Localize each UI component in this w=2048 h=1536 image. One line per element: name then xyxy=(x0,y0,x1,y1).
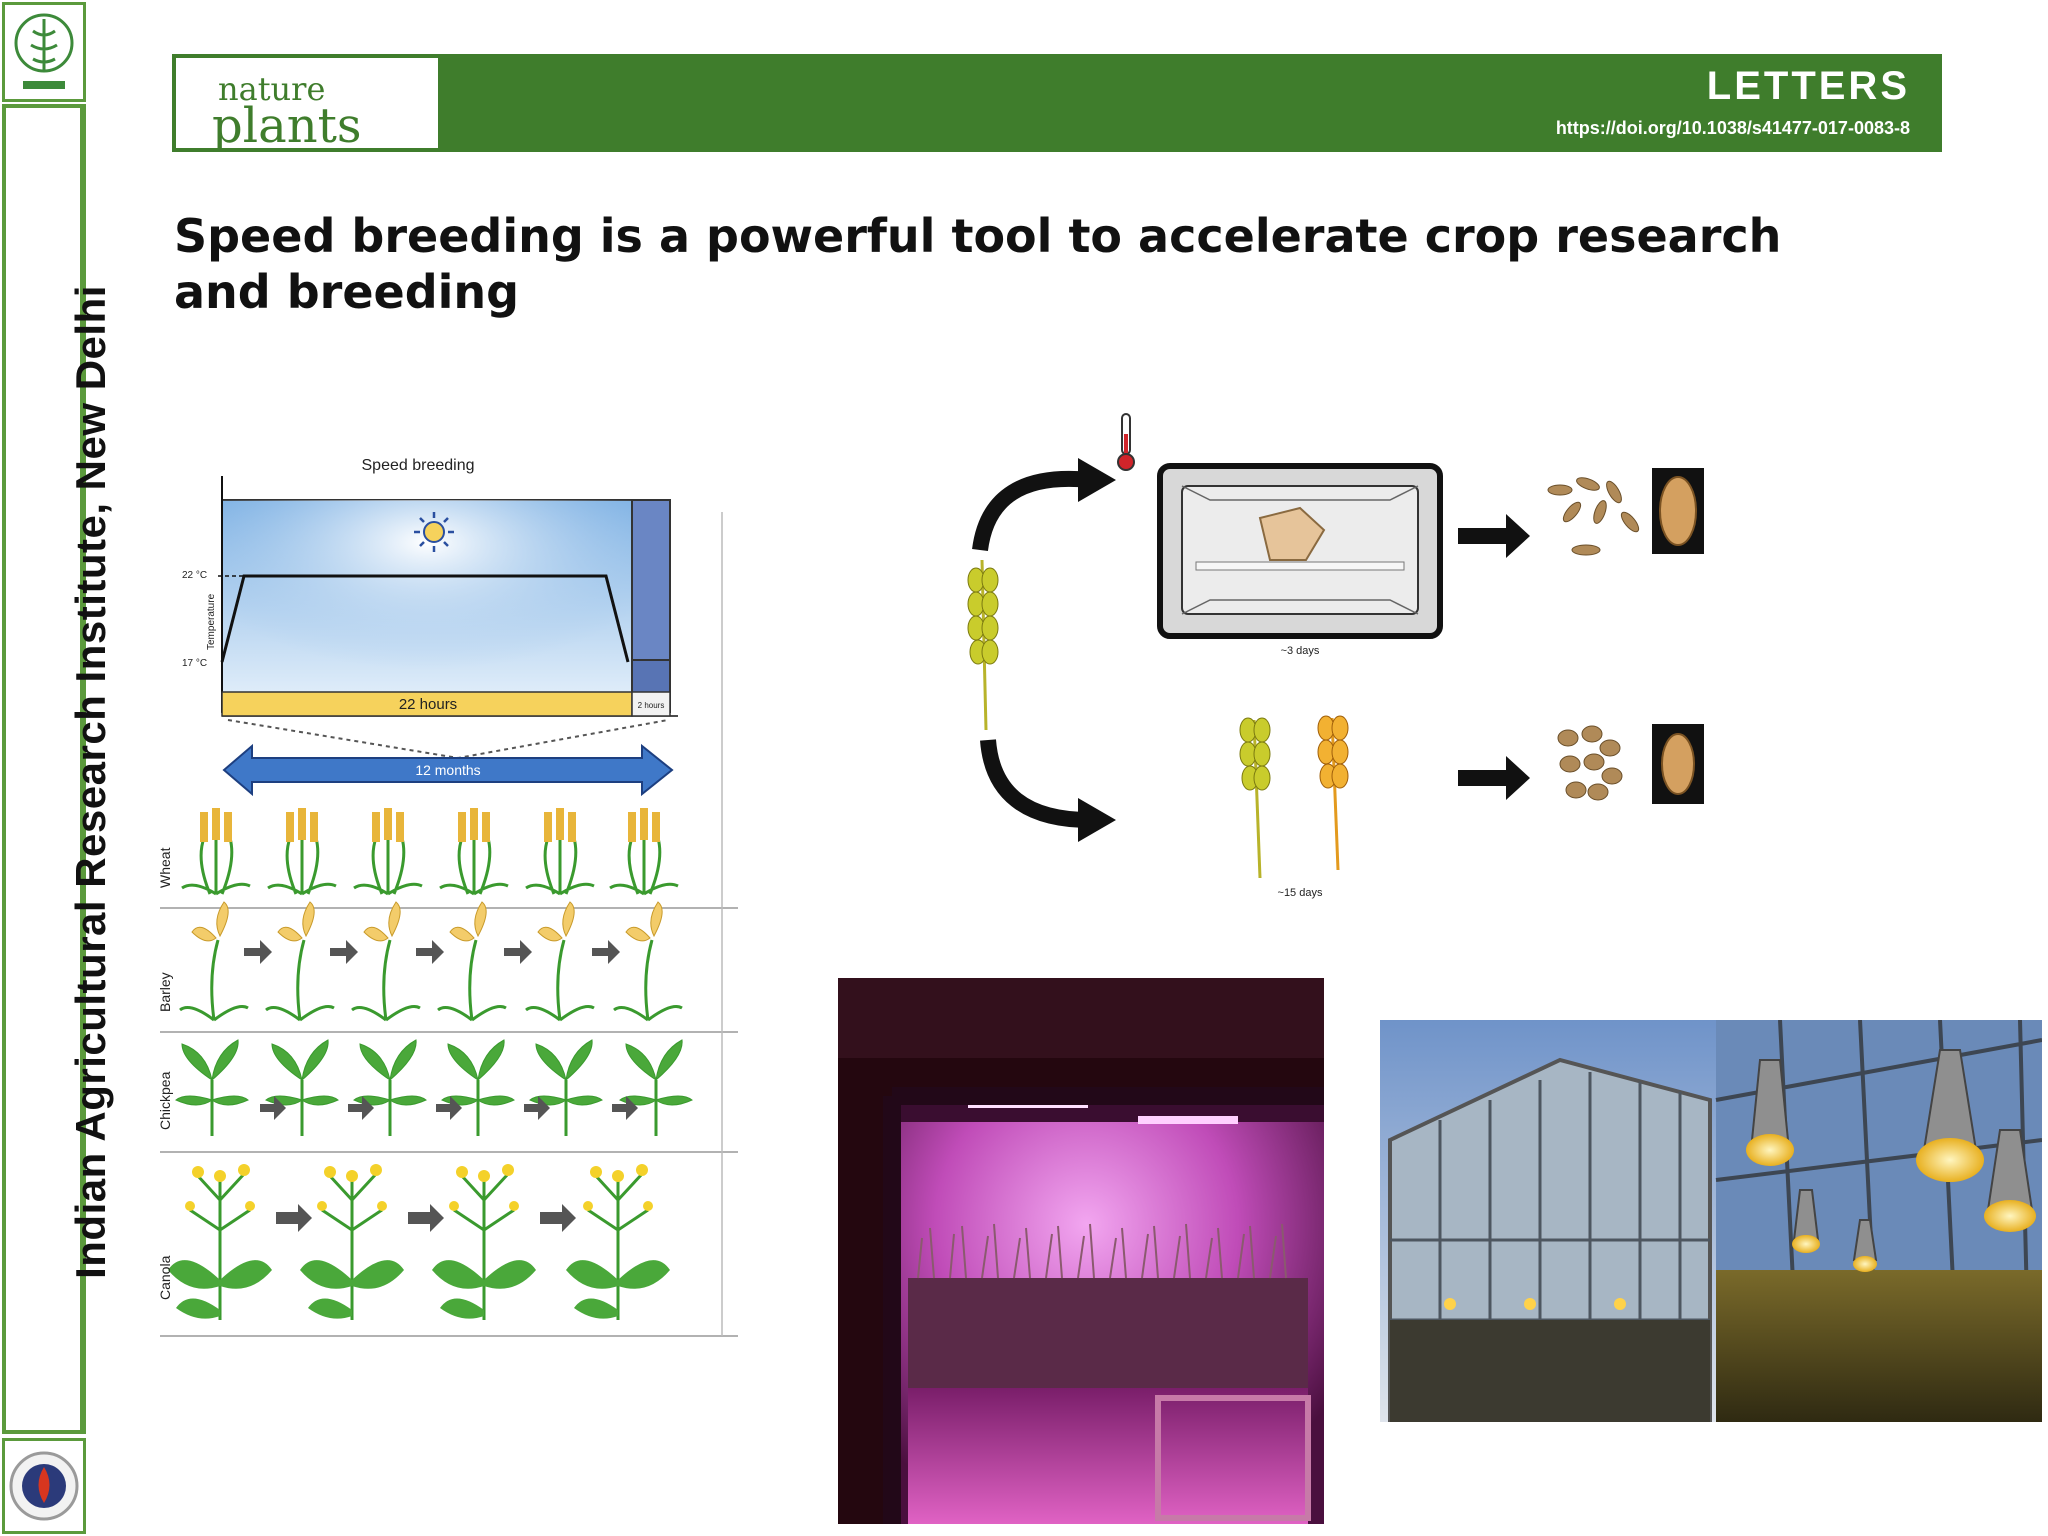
arrow-right-icon xyxy=(416,940,444,964)
arrow-right-icon xyxy=(524,1096,550,1120)
institute-name: Indian Agricultural Research Institute, … xyxy=(67,285,114,1279)
seed-drying-figure: ~3 days ~15 days xyxy=(920,400,1740,920)
wheat-ear-icon xyxy=(967,559,999,731)
arrow-right-icon xyxy=(540,1204,576,1232)
arrow-right-icon xyxy=(612,1096,638,1120)
arrow-right-icon xyxy=(260,1096,286,1120)
sun-icon xyxy=(414,512,454,552)
speed-breeding-figure: Speed breeding 22 °C 17 °C Temperature 2… xyxy=(148,440,748,1360)
nature-plants-logo: nature plants xyxy=(176,58,438,154)
arrow-right-icon xyxy=(504,940,532,964)
top-time-label: ~3 days xyxy=(1281,645,1320,657)
barley-row xyxy=(179,901,683,1022)
arrow-right-icon xyxy=(1458,756,1530,800)
seed-closeup-icon xyxy=(1661,733,1695,795)
duration-label: 12 months xyxy=(415,762,480,778)
speed-breeding-heading: Speed breeding xyxy=(362,457,475,474)
temperature-axis-label: Temperature xyxy=(206,593,217,650)
temp-high-label: 22 °C xyxy=(182,570,207,581)
arrow-right-icon xyxy=(330,940,358,964)
arrow-right-icon xyxy=(1458,514,1530,558)
journal-name-line1: nature xyxy=(218,70,326,108)
temp-low-label: 17 °C xyxy=(182,658,207,669)
arrow-right-icon xyxy=(348,1096,374,1120)
crop-label-wheat: Wheat xyxy=(157,847,173,888)
journal-header: nature plants LETTERS https://doi.org/10… xyxy=(172,54,1942,154)
seed-pile-icon xyxy=(1547,477,1640,556)
chickpea-row xyxy=(175,1039,693,1136)
wheat-row xyxy=(181,808,679,896)
arrow-right-icon xyxy=(592,940,620,964)
institute-band: Indian Agricultural Research Institute, … xyxy=(2,104,114,1434)
bottom-time-label: ~15 days xyxy=(1278,887,1323,899)
crop-label-canola: Canola xyxy=(157,1255,173,1300)
thermometer-icon xyxy=(1117,413,1135,471)
arrow-right-icon xyxy=(244,940,272,964)
curved-arrow-up-icon xyxy=(972,470,1091,552)
article-title: Speed breeding is a powerful tool to acc… xyxy=(174,209,1782,319)
icar-logo xyxy=(2,2,86,102)
arrow-right-icon xyxy=(436,1096,462,1120)
dark-hours-label: 2 hours xyxy=(638,701,665,710)
section-label: LETTERS xyxy=(1706,64,1910,108)
drying-oven-icon xyxy=(1157,463,1443,639)
arrow-right-icon xyxy=(408,1204,444,1232)
light-hours-label: 22 hours xyxy=(399,696,457,713)
seed-closeup-icon xyxy=(1659,476,1697,546)
sidebar: Indian Agricultural Research Institute, … xyxy=(0,0,114,1536)
seed-pile-icon xyxy=(1557,725,1623,801)
crop-label-chickpea: Chickpea xyxy=(157,1071,173,1130)
curved-arrow-down-icon xyxy=(980,739,1091,828)
wheat-ears-icon xyxy=(1239,715,1349,879)
journal-name-line2: plants xyxy=(212,98,362,154)
iari-logo xyxy=(2,1438,86,1534)
glasshouse-lamps-photo xyxy=(1380,1019,2043,1424)
led-growth-chamber-photo xyxy=(838,978,1324,1524)
doi-link[interactable]: https://doi.org/10.1038/s41477-017-0083-… xyxy=(1555,118,1910,138)
crop-label-barley: Barley xyxy=(157,972,173,1012)
arrow-right-icon xyxy=(276,1204,312,1232)
canola-row xyxy=(168,1164,670,1320)
